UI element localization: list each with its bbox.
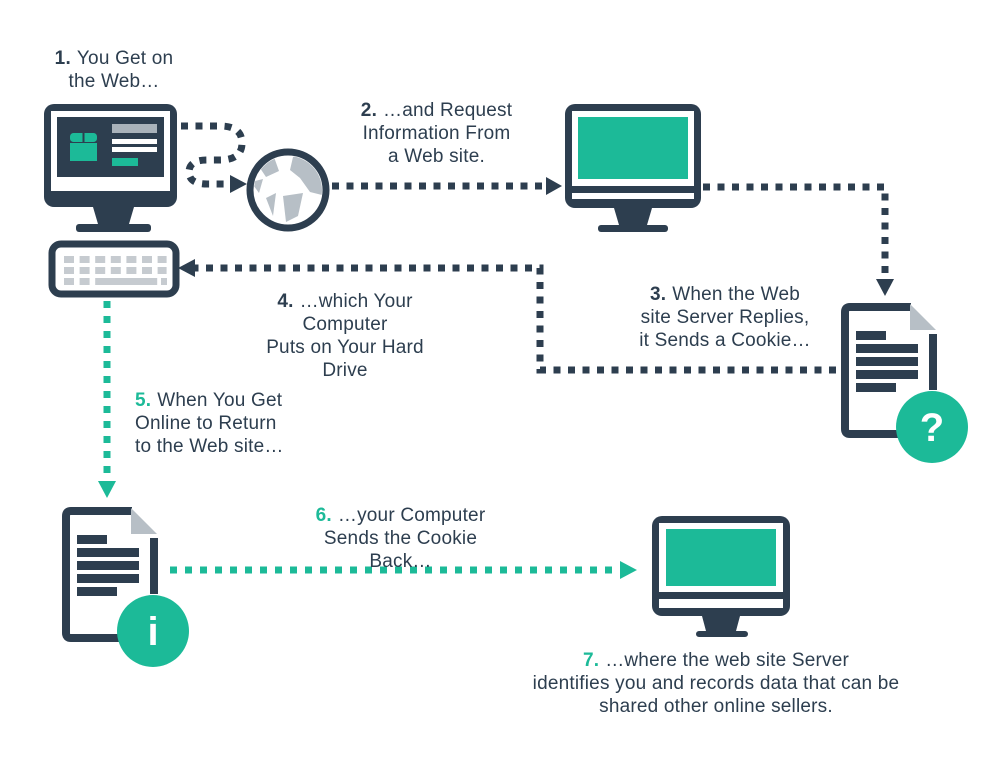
arrow-document-to-server [170, 561, 637, 579]
step-2-label: 2.…and Request Information From a Web si… [334, 99, 539, 168]
cookie-document-question-icon: ? [841, 303, 968, 463]
arrow-cookie-to-keyboard [178, 259, 836, 374]
step-7-label: 7.…where the web site Server identifies … [466, 649, 966, 718]
step-5-number: 5. [135, 390, 152, 411]
folded-corner [131, 508, 157, 534]
step-6-label: 6.…your Computer Sends the Cookie Back… [298, 504, 503, 573]
step-4-line-2: Puts on Your Hard Drive [266, 337, 424, 381]
arrowhead [98, 481, 116, 498]
step-3-number: 3. [650, 284, 667, 305]
step-6-line-1: 6.…your Computer [315, 505, 486, 526]
question-badge [896, 391, 968, 463]
cookie-document-info-icon: i [62, 507, 189, 667]
step-5-label: 5.When You Get Online to Return to the W… [135, 389, 315, 458]
step-2-line-1: 2.…and Request [360, 100, 513, 121]
info-badge [117, 595, 189, 667]
shopping-bag-icon [70, 133, 97, 161]
website-monitor-icon [565, 104, 701, 232]
arrow-website-to-cookie [703, 183, 894, 296]
question-mark-glyph: ? [920, 406, 944, 450]
arrowhead [620, 561, 637, 579]
arrow-globe-to-website [332, 177, 562, 195]
step-1-line-1: 1.You Get on [54, 48, 174, 69]
step-4-number: 4. [277, 291, 294, 312]
step-5-line-1: 5.When You Get [135, 390, 283, 411]
step-2-line-2: Information From [362, 123, 511, 144]
arrowhead [546, 177, 562, 195]
step-1-line-2: the Web… [68, 71, 160, 92]
step-7-line-3: shared other online sellers. [599, 696, 833, 717]
step-5-line-3: to the Web site… [135, 436, 284, 457]
arrowhead [876, 279, 894, 296]
globe-icon [246, 148, 330, 232]
step-3-label: 3.When the Web site Server Replies, it S… [622, 283, 828, 352]
server-monitor-icon [652, 516, 790, 637]
step-7-number: 7. [582, 650, 600, 671]
step-4-label: 4.…which Your Computer Puts on Your Hard… [244, 290, 446, 382]
user-computer-icon [44, 104, 177, 232]
step-6-line-2: Sends the Cookie Back… [323, 528, 478, 572]
folded-corner [910, 304, 936, 330]
step-3-line-2: site Server Replies, [640, 307, 810, 328]
arrow-keyboard-to-document [98, 301, 116, 498]
info-glyph: i [147, 610, 158, 654]
step-7-line-2: identifies you and records data that can… [532, 673, 900, 694]
step-3-line-1: 3.When the Web [650, 284, 800, 305]
step-2-line-3: a Web site. [388, 146, 485, 167]
step-7-line-1: 7.…where the web site Server [582, 650, 850, 671]
step-6-number: 6. [315, 505, 332, 526]
arrowhead [230, 175, 247, 193]
arrowhead [178, 259, 195, 277]
step-1-label: 1.You Get on the Web… [40, 47, 188, 93]
step-1-number: 1. [54, 48, 71, 69]
step-5-line-2: Online to Return [135, 413, 277, 434]
arrow-computer-to-globe [181, 122, 247, 193]
step-3-line-3: it Sends a Cookie… [639, 330, 811, 351]
step-4-line-1: 4.…which Your Computer [277, 291, 413, 335]
step-2-number: 2. [360, 100, 378, 121]
keyboard-icon [48, 240, 180, 298]
